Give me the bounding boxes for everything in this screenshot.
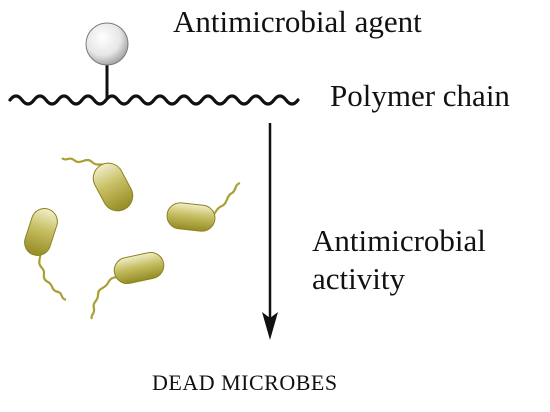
flagellum-2 <box>209 181 241 219</box>
dead-microbes-label: DEAD MICROBES <box>152 370 338 395</box>
polymer-chain-label: Polymer chain <box>330 78 510 113</box>
microbe-3 <box>24 208 67 302</box>
flagellum-4 <box>90 274 123 320</box>
microbe-2 <box>166 181 241 232</box>
activity-label-line2: activity <box>312 261 405 296</box>
microbe-4 <box>90 252 165 320</box>
microbe-1 <box>61 157 134 212</box>
bacterium-body-2 <box>166 202 216 232</box>
antimicrobial-activity-label: Antimicrobial activity <box>312 222 486 298</box>
bacterium-body-4 <box>113 252 165 284</box>
antimicrobial-agent-label: Antimicrobial agent <box>173 4 422 39</box>
bacterium-body-3 <box>24 208 58 256</box>
antimicrobial-agent-sphere <box>85 22 129 66</box>
flagellum-3 <box>38 249 67 302</box>
activity-label-line1: Antimicrobial <box>312 223 486 258</box>
bacterium-body-1 <box>92 162 134 212</box>
arrow-head <box>262 312 278 340</box>
polymer-chain <box>8 94 300 106</box>
